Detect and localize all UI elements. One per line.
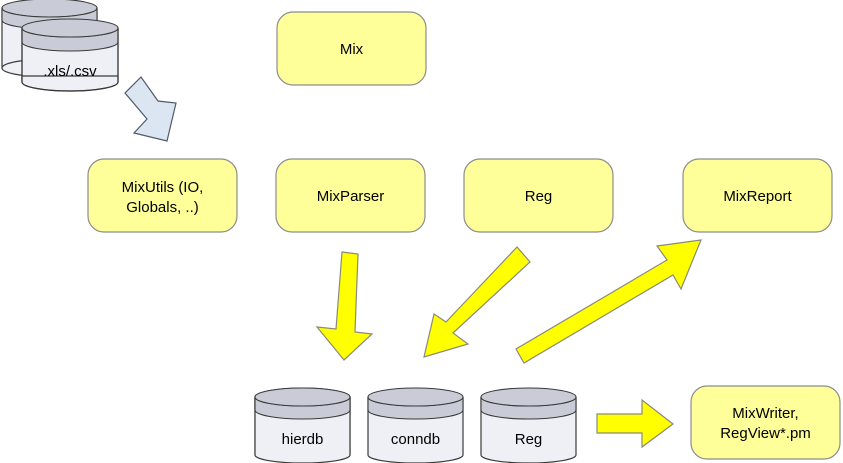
source-database-stack: .xls/.csv [1, 0, 119, 92]
mixwriter-label-line1: MixWriter, [732, 405, 798, 422]
svg-text:Globals, ..): Globals, ..) [126, 199, 199, 216]
mix-box: Mix [276, 11, 427, 86]
source-database-front: .xls/.csv [21, 18, 119, 92]
reg-module-label: Reg [525, 188, 553, 205]
source-database-label: .xls/.csv [43, 63, 97, 80]
mixparser-box: MixParser [275, 158, 426, 233]
conndb-label: conndb [391, 431, 440, 448]
hierdb-database: hierdb [254, 387, 351, 463]
conndb-database: conndb [367, 387, 464, 463]
mixutils-label-line1: MixUtils (IO, [122, 179, 204, 196]
reg-database-label: Reg [515, 431, 543, 448]
mixwriter-box: MixWriter, RegView*.pm [690, 385, 841, 460]
arrow-mixparser-to-hierdb [315, 251, 374, 361]
arrow-reg-to-mixwriter [596, 398, 674, 449]
hierdb-label: hierdb [282, 431, 324, 448]
mixreport-box: MixReport [682, 158, 833, 233]
arrow-reg-to-conndb [423, 246, 531, 358]
svg-text:RegView*.pm: RegView*.pm [720, 425, 811, 442]
mix-label: Mix [340, 41, 364, 58]
mixparser-label: MixParser [317, 188, 385, 205]
mixutils-label-line2: Globals, ..) [126, 199, 199, 216]
reg-module-box: Reg [463, 158, 614, 233]
mixwriter-label-line2: RegView*.pm [720, 425, 811, 442]
svg-text:MixWriter,: MixWriter, [732, 405, 798, 422]
arrow-reg-to-mixreport [515, 239, 702, 364]
mixutils-box: MixUtils (IO, Globals, ..) [87, 158, 238, 233]
svg-text:MixUtils (IO,: MixUtils (IO, [122, 179, 204, 196]
arrow-source-to-mixutils [124, 76, 177, 142]
mixreport-label: MixReport [723, 188, 792, 205]
reg-database: Reg [480, 387, 577, 463]
